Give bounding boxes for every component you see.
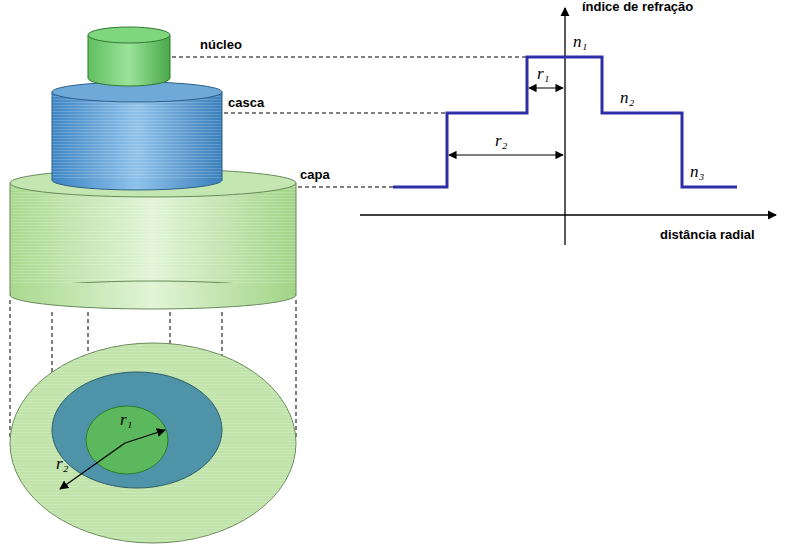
radius-symbol: r₁ xyxy=(120,410,133,430)
part-name: casca xyxy=(228,96,264,111)
radius-symbol: r₂ xyxy=(495,131,508,151)
part-name: núcleo xyxy=(200,38,242,53)
axis-title: distância radial xyxy=(660,228,755,243)
leader-lines xyxy=(172,57,527,187)
index-symbol: n₁ xyxy=(573,32,587,52)
radius-arrows xyxy=(449,88,563,155)
shell-cylinder xyxy=(52,82,222,190)
axis-title: índice de refração xyxy=(582,0,693,15)
cross-section xyxy=(10,343,296,543)
axes xyxy=(360,8,776,245)
cladding-cylinder xyxy=(10,169,296,309)
radius-symbol: r₂ xyxy=(56,454,69,474)
radius-symbol: r₁ xyxy=(537,64,550,84)
core-cylinder xyxy=(88,27,170,86)
index-symbol: n₂ xyxy=(620,88,634,108)
index-symbol: n₃ xyxy=(690,162,704,182)
part-name: capa xyxy=(300,168,330,183)
index-profile xyxy=(393,57,737,187)
